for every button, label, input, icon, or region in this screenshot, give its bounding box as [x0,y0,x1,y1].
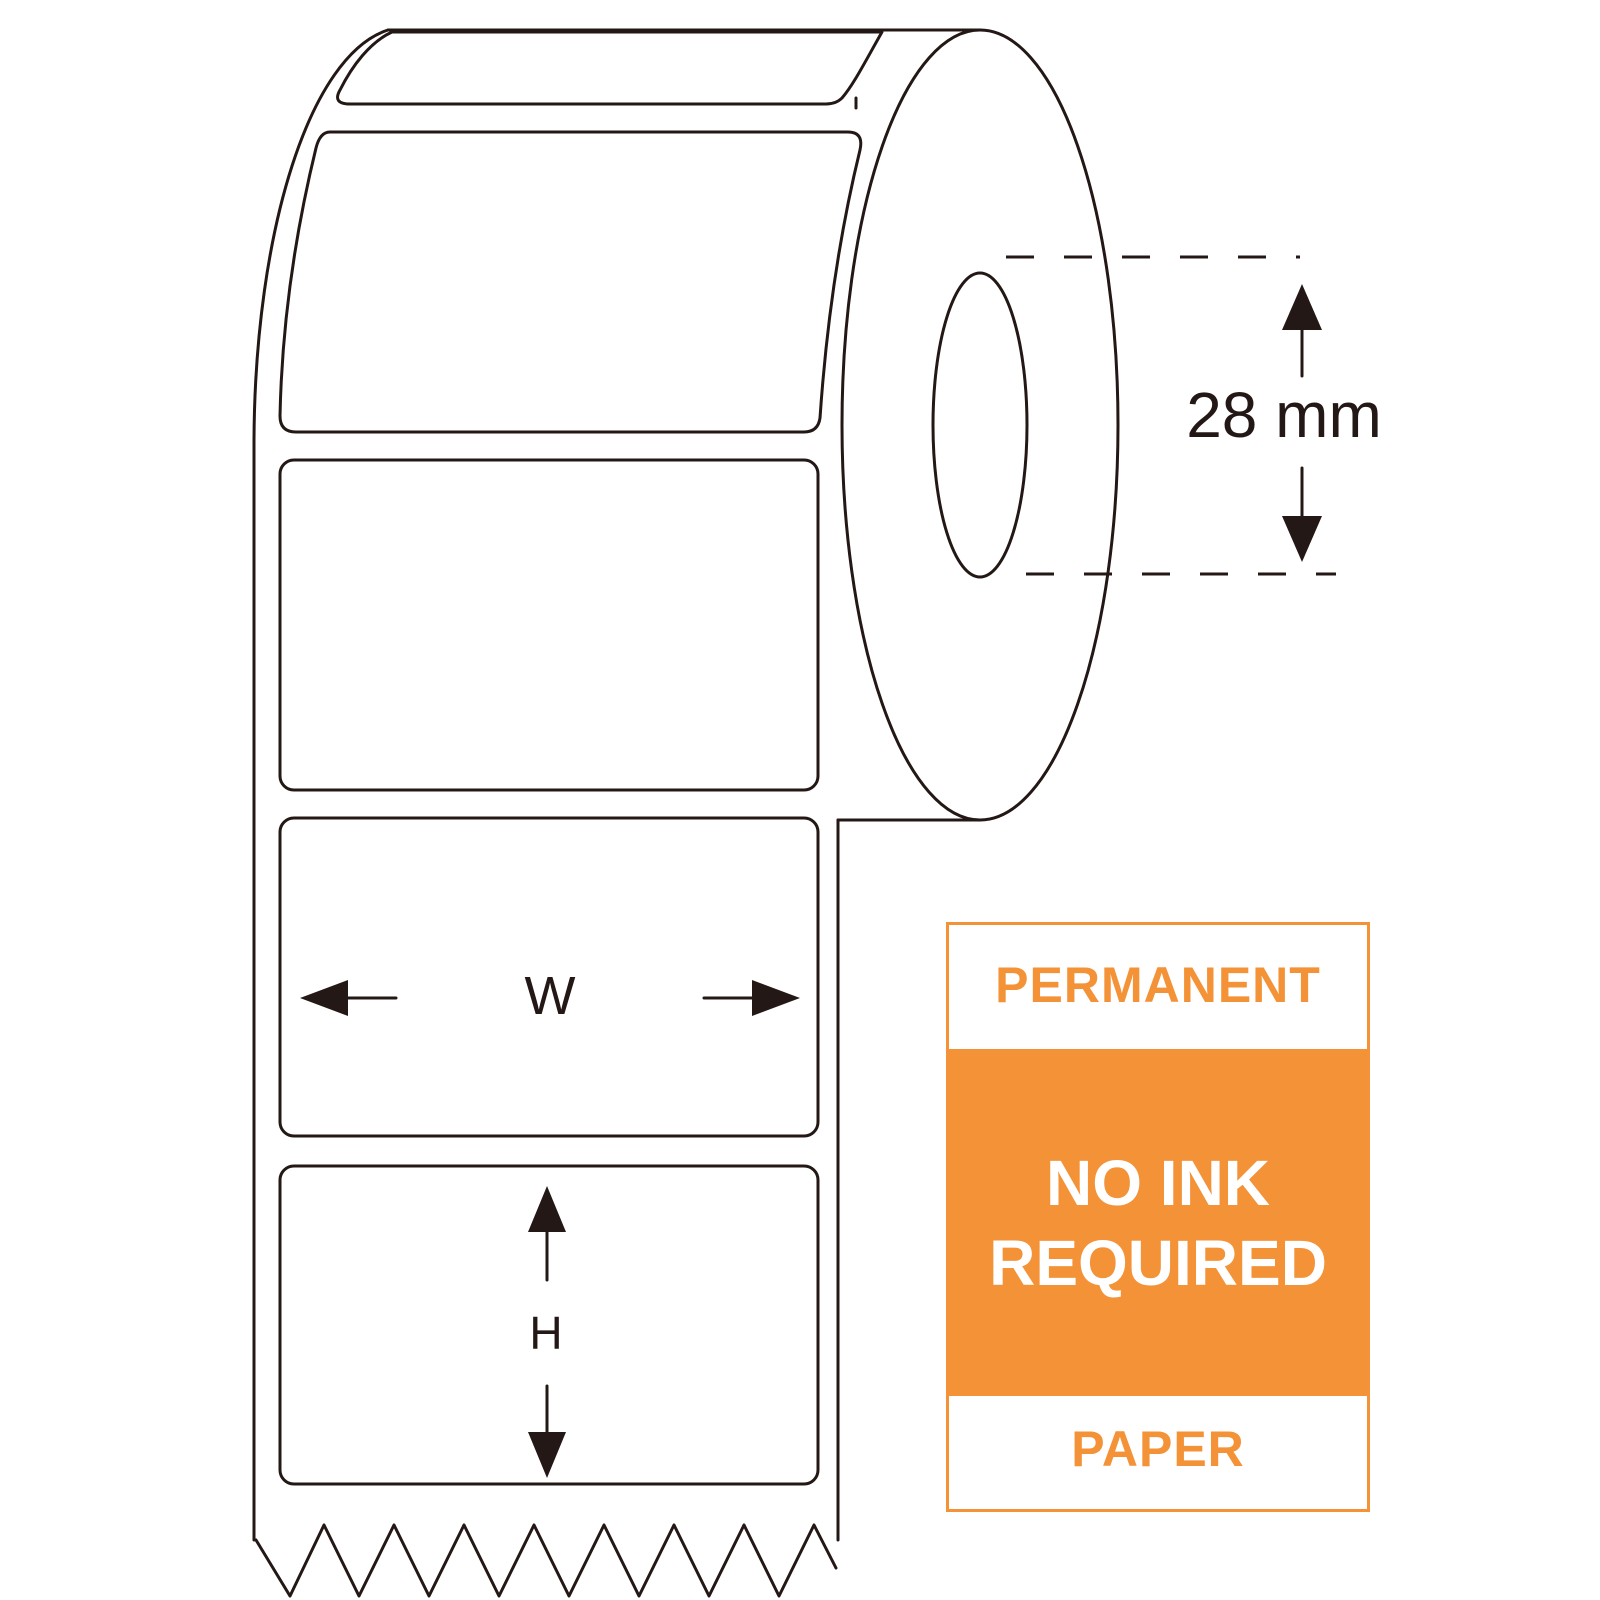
label-flat-1 [278,458,820,792]
roll-left-edge [252,28,390,1542]
core-hole [931,271,1029,579]
material-spec-panel: PERMANENT NO INK REQUIRED PAPER [946,922,1370,1512]
spec-permanent: PERMANENT [995,957,1321,1013]
label-curved [278,130,863,434]
arrow-down-icon [1282,466,1322,562]
arrow-up-icon [1282,284,1322,378]
arrow-right-icon [702,980,800,1016]
arrow-down-icon [528,1384,566,1478]
arrow-up-icon [528,1186,566,1282]
core-size-label: 28 mm [1186,379,1382,451]
spec-no-ink-line2: REQUIRED [989,1226,1327,1299]
spec-no-ink-banner: NO INK REQUIRED [949,1049,1367,1396]
label-flat-2 [278,816,820,1138]
width-label: W [525,966,576,1026]
label-top-wrapped [336,30,884,106]
roll-end-face [840,28,1120,822]
height-label: H [529,1307,562,1359]
spec-paper: PAPER [1071,1421,1245,1477]
spec-no-ink-line1: NO INK [1046,1146,1270,1219]
label-flat-3 [278,1164,820,1486]
liner-serrated-edge [254,1523,838,1598]
arrow-left-icon [300,980,398,1016]
